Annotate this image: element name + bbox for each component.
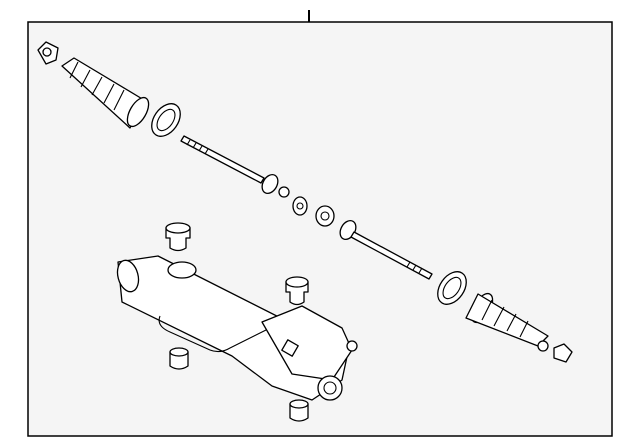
mount-nut-left	[169, 347, 189, 370]
lock-washer	[292, 196, 308, 216]
tie-rod-end-left	[37, 41, 59, 65]
rack-housing	[116, 255, 358, 401]
mount-bushing-top	[165, 222, 191, 252]
inner-tie-rod-right	[339, 220, 433, 280]
bushing-ring	[315, 205, 335, 227]
mount-nut-bottom	[289, 399, 309, 422]
mount-bushing-mid	[285, 276, 309, 306]
boot-left	[61, 57, 150, 129]
tie-rod-end-right	[537, 340, 573, 363]
inner-tie-rod-left	[180, 135, 290, 198]
boot-clamp-right	[437, 271, 467, 305]
boot-clamp-left	[151, 103, 181, 137]
